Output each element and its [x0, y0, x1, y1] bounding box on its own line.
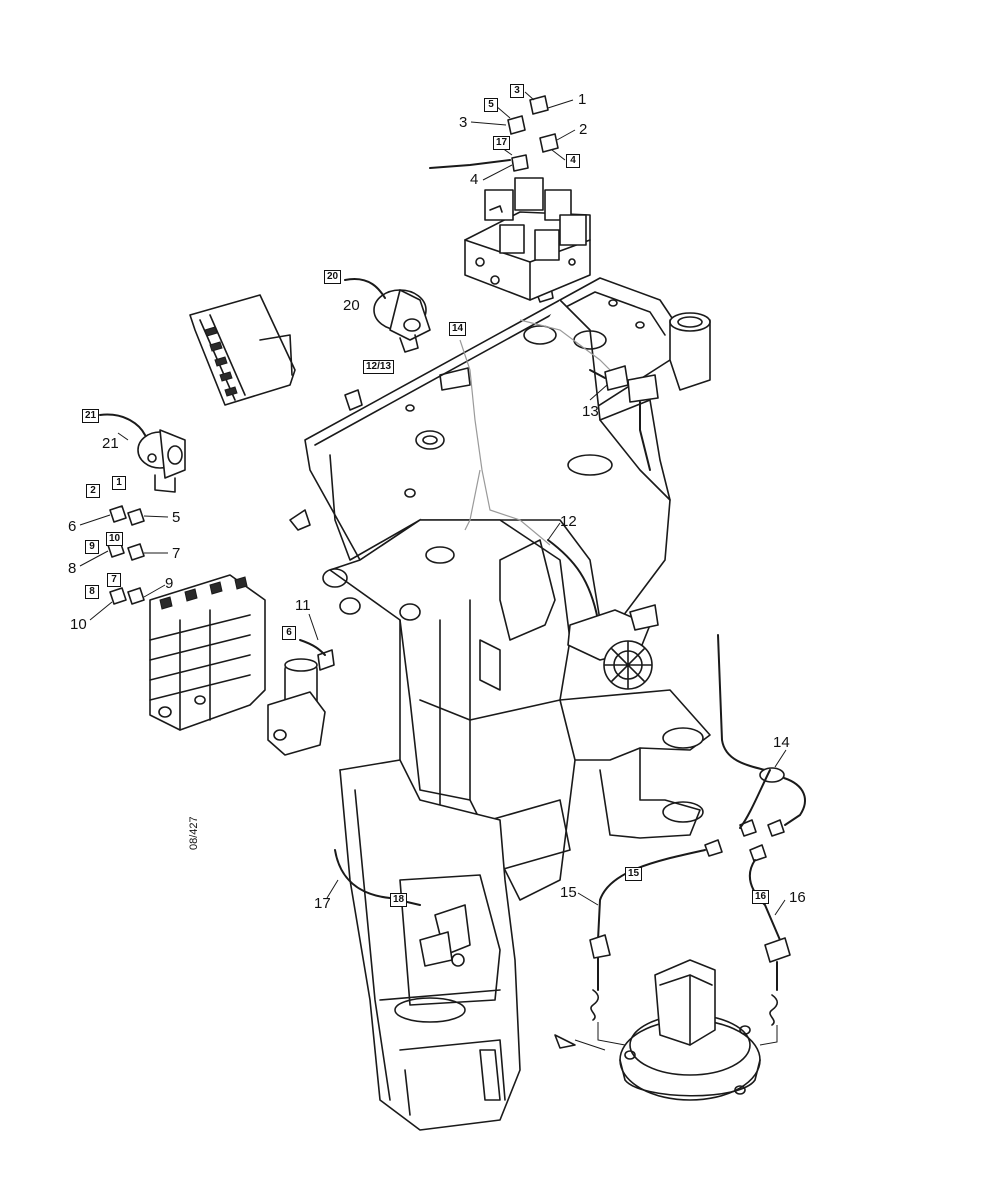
- tag-5: 5: [484, 98, 498, 112]
- callout-9: 9: [165, 575, 174, 592]
- callout-1: 1: [578, 91, 587, 108]
- figure-reference: 08/427: [188, 816, 200, 850]
- tag-10: 10: [106, 532, 124, 546]
- callout-5: 5: [172, 509, 181, 526]
- tag-7: 7: [107, 573, 121, 587]
- tag-8: 8: [85, 585, 99, 599]
- callout-7: 7: [172, 545, 181, 562]
- tag-1: 1: [112, 476, 126, 490]
- main-frame: [289, 277, 711, 1131]
- callout-10: 10: [70, 616, 87, 633]
- callout-8: 8: [68, 560, 77, 577]
- tag-18: 18: [390, 893, 408, 907]
- harness-14-15-16: [589, 634, 806, 1046]
- top-valve-block: [429, 95, 591, 301]
- tag-15: 15: [625, 867, 643, 881]
- tag-2: 2: [86, 484, 100, 498]
- tag-3: 3: [510, 84, 524, 98]
- solenoid-20: [344, 278, 431, 353]
- callout-14: 14: [773, 734, 790, 751]
- callout-6: 6: [68, 518, 77, 535]
- plug-connectors: [107, 505, 145, 605]
- slew-ring-assembly: [554, 959, 761, 1101]
- callout-12: 12: [560, 513, 577, 530]
- sensor-12-gear: [547, 539, 659, 690]
- tag-12-13: 12/13: [363, 360, 395, 374]
- callout-20: 20: [343, 297, 360, 314]
- tag-14: 14: [449, 322, 467, 336]
- control-valve-bank: [149, 574, 266, 731]
- callout-11: 11: [295, 597, 311, 614]
- tag-16: 16: [752, 890, 770, 904]
- callout-15: 15: [560, 884, 577, 901]
- callout-16: 16: [789, 889, 806, 906]
- callout-3: 3: [459, 114, 468, 131]
- callout-4: 4: [470, 171, 479, 188]
- tag-21: 21: [82, 409, 100, 423]
- tag-17: 17: [493, 136, 511, 150]
- callout-21: 21: [102, 435, 119, 452]
- sensor-13: [589, 365, 659, 471]
- callout-17: 17: [314, 895, 331, 912]
- tag-9: 9: [85, 540, 99, 554]
- terminal-strip: [189, 294, 296, 406]
- tag-6: 6: [282, 626, 296, 640]
- solenoid-21: [99, 413, 186, 493]
- leader-lines: [79, 91, 787, 916]
- callout-13: 13: [582, 403, 599, 420]
- solenoid-valve-11: [267, 639, 335, 756]
- callout-2: 2: [579, 121, 588, 138]
- sensor-17-18: [334, 849, 471, 967]
- tag-4: 4: [566, 154, 580, 168]
- tag-20: 20: [324, 270, 342, 284]
